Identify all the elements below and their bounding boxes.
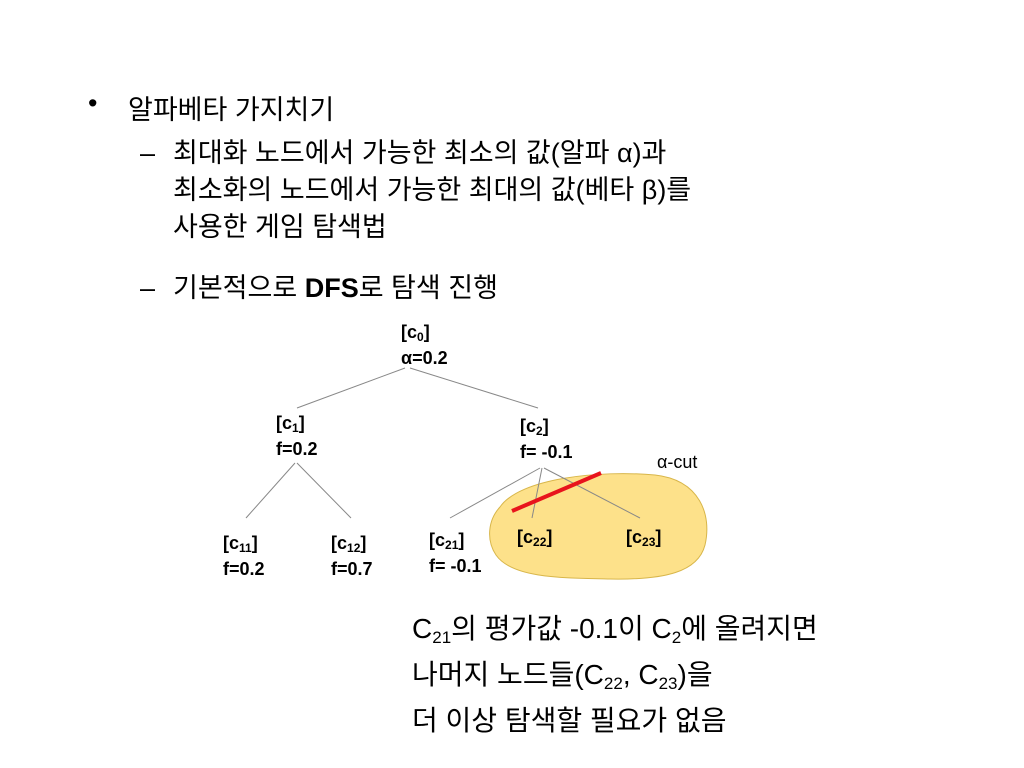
dash-marker-2: – [140,273,156,303]
node-c0-label: [c0] [401,322,430,344]
node-c1-value: f=0.2 [276,439,318,459]
bullet-marker: • [88,88,98,118]
pruned-region [489,473,708,580]
sub-bullet-1-line-1: 최대화 노드에서 가능한 최소의 값(알파 α)과 [173,138,667,168]
node-c2: [c2] f= -0.1 [520,416,573,463]
dfs-term: DFS [304,273,359,303]
explanation-note: C21의 평가값 -0.1이 C2에 올려지면 나머지 노드들(C22, C23… [412,610,818,739]
node-c2-value: f= -0.1 [520,442,573,462]
node-c11-label: [c11] [223,533,258,555]
edge-c2-c21 [449,467,541,519]
node-c11: [c11] f=0.2 [223,533,265,580]
alpha-cut-label: α-cut [657,452,698,472]
alpha-symbol: α [616,138,633,168]
sub-bullet-1-line-3: 사용한 게임 탐색법 [173,212,387,242]
node-c12-label: [c12] [331,533,367,555]
node-c2-label: [c2] [520,416,549,438]
node-c1: [c1] f=0.2 [276,413,318,460]
node-c0: [c0] α=0.2 [401,322,448,369]
node-c23-label: [c23] [626,527,662,549]
node-c21: [c21] f= -0.1 [429,530,482,577]
node-c12: [c12] f=0.7 [331,533,373,580]
edge-c1-c12 [296,462,352,519]
note-line-2: 나머지 노드들(C22, C23)을 [412,659,713,693]
node-c11-value: f=0.2 [223,559,265,579]
node-c22: [c22] [517,527,552,553]
node-c1-label: [c1] [276,413,305,435]
edge-c2-c23 [543,467,641,519]
node-c12-value: f=0.7 [331,559,373,579]
node-c21-value: f= -0.1 [429,556,482,576]
node-c0-value: α=0.2 [401,348,448,368]
edge-c1-c11 [245,462,296,519]
node-c22-label: [c22] [517,527,553,549]
node-c21-label: [c21] [429,530,465,552]
note-line-3: 더 이상 탐색할 필요가 없음 [412,705,727,736]
sub-bullet-1-line-2: 최소화의 노드에서 가능한 최대의 값(베타 β)를 [173,175,692,205]
node-c23: [c23] [626,527,661,553]
bullet-main: 알파베타 가지치기 [128,95,335,125]
edge-c0-c2 [409,367,539,409]
sub-bullet-2: 기본적으로 DFS로 탐색 진행 [173,273,498,303]
edge-c0-c1 [296,367,406,409]
sub-bullet-1: 최대화 노드에서 가능한 최소의 값(알파 α)과 최소화의 노드에서 가능한 … [173,135,691,246]
dash-marker-1: – [140,138,156,168]
note-line-1: C21의 평가값 -0.1이 C2에 올려지면 [412,613,818,647]
beta-symbol: β [641,175,658,205]
alpha-cut-line [511,471,602,513]
edge-c2-c22 [531,467,543,519]
